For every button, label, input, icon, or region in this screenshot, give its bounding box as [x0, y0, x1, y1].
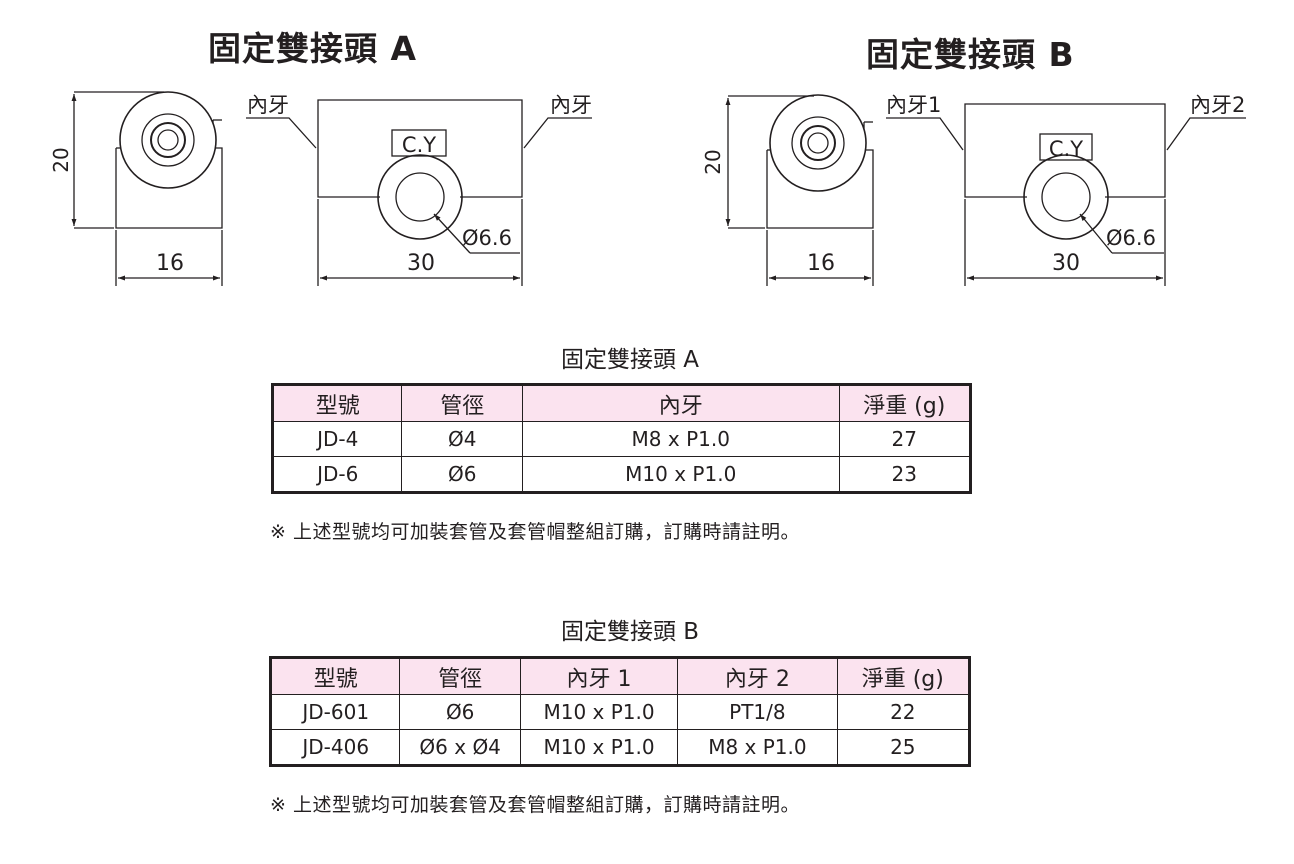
cell-thread-1: M10 x P1.0	[519, 694, 679, 730]
cell-model: JD-6	[271, 456, 403, 493]
dim-side-width-b: 16	[807, 251, 835, 276]
front-view-a	[317, 99, 523, 240]
header-tube-dia: 管徑	[399, 657, 521, 695]
drawing-b-title: 固定雙接頭 B	[866, 35, 1075, 74]
drawing-b	[725, 94, 1246, 286]
side-view-b	[766, 94, 874, 229]
table-header-row: 型號 管徑 內牙 1 內牙 2 淨重 (g)	[269, 657, 971, 695]
header-thread: 內牙	[521, 384, 840, 422]
table-b-title: 固定雙接頭 B	[561, 619, 700, 645]
technical-drawings: 20 16 30 內牙 內牙 C.Y Ø6.6 20 16 30 內牙1 內牙2…	[49, 91, 1246, 286]
thread-label-right-b: 內牙2	[1190, 93, 1245, 117]
cell-tube-dia: Ø6 x Ø4	[399, 729, 521, 766]
header-model: 型號	[271, 384, 403, 422]
cell-weight: 25	[836, 729, 971, 766]
header-thread-2: 內牙 2	[677, 657, 838, 695]
table-row: JD-601 Ø6 M10 x P1.0 PT1/8 22	[269, 694, 971, 730]
thread-label-left-b: 內牙1	[886, 93, 941, 117]
hole-dim-a: Ø6.6	[462, 226, 512, 250]
table-row: JD-406 Ø6 x Ø4 M10 x P1.0 M8 x P1.0 25	[269, 729, 971, 766]
cell-model: JD-601	[269, 694, 401, 730]
cell-thread: M8 x P1.0	[521, 421, 840, 457]
front-view-b	[964, 103, 1166, 240]
dim-height-b: 20	[701, 149, 725, 174]
cell-weight: 27	[838, 421, 971, 457]
cell-tube-dia: Ø6	[399, 694, 521, 730]
table-a-title: 固定雙接頭 A	[561, 347, 700, 373]
table-a-note: ※ 上述型號均可加裝套管及套管帽整組訂購，訂購時請註明。	[270, 521, 800, 543]
dim-height-a: 20	[49, 147, 73, 172]
cell-tube-dia: Ø6	[401, 456, 523, 493]
cell-weight: 23	[838, 456, 971, 493]
dim-front-width-a: 30	[407, 251, 435, 276]
cell-weight: 22	[836, 694, 971, 730]
cell-model: JD-406	[269, 729, 401, 766]
header-weight: 淨重 (g)	[836, 657, 971, 695]
thread-label-right-a: 內牙	[550, 93, 592, 117]
spec-table-a: 型號 管徑 內牙 淨重 (g) JD-4 Ø4 M8 x P1.0 27 JD-…	[271, 383, 972, 494]
drawing-a-title: 固定雙接頭 A	[208, 29, 418, 68]
marking-label-a: C.Y	[402, 133, 436, 157]
header-model: 型號	[269, 657, 401, 695]
spec-table-b: 型號 管徑 內牙 1 內牙 2 淨重 (g) JD-601 Ø6 M10 x P…	[269, 656, 971, 767]
thread-label-left-a: 內牙	[247, 93, 289, 117]
header-tube-dia: 管徑	[401, 384, 523, 422]
dim-front-width-b: 30	[1052, 251, 1080, 276]
header-weight: 淨重 (g)	[838, 384, 971, 422]
cell-thread-2: PT1/8	[677, 694, 838, 730]
table-row: JD-4 Ø4 M8 x P1.0 27	[271, 421, 971, 457]
cell-tube-dia: Ø4	[401, 421, 523, 457]
dim-side-width-a: 16	[156, 251, 184, 276]
hole-dim-b: Ø6.6	[1106, 226, 1156, 250]
cell-thread-1: M10 x P1.0	[519, 729, 679, 766]
table-b-note: ※ 上述型號均可加裝套管及套管帽整組訂購，訂購時請註明。	[270, 794, 800, 816]
table-header-row: 型號 管徑 內牙 淨重 (g)	[271, 384, 971, 422]
cell-thread: M10 x P1.0	[521, 456, 840, 493]
header-thread-1: 內牙 1	[519, 657, 679, 695]
marking-label-b: C.Y	[1049, 137, 1083, 161]
cell-model: JD-4	[271, 421, 403, 457]
table-row: JD-6 Ø6 M10 x P1.0 23	[271, 456, 971, 493]
side-view-a	[115, 91, 223, 229]
cell-thread-2: M8 x P1.0	[677, 729, 838, 766]
drawing-a	[71, 91, 592, 286]
